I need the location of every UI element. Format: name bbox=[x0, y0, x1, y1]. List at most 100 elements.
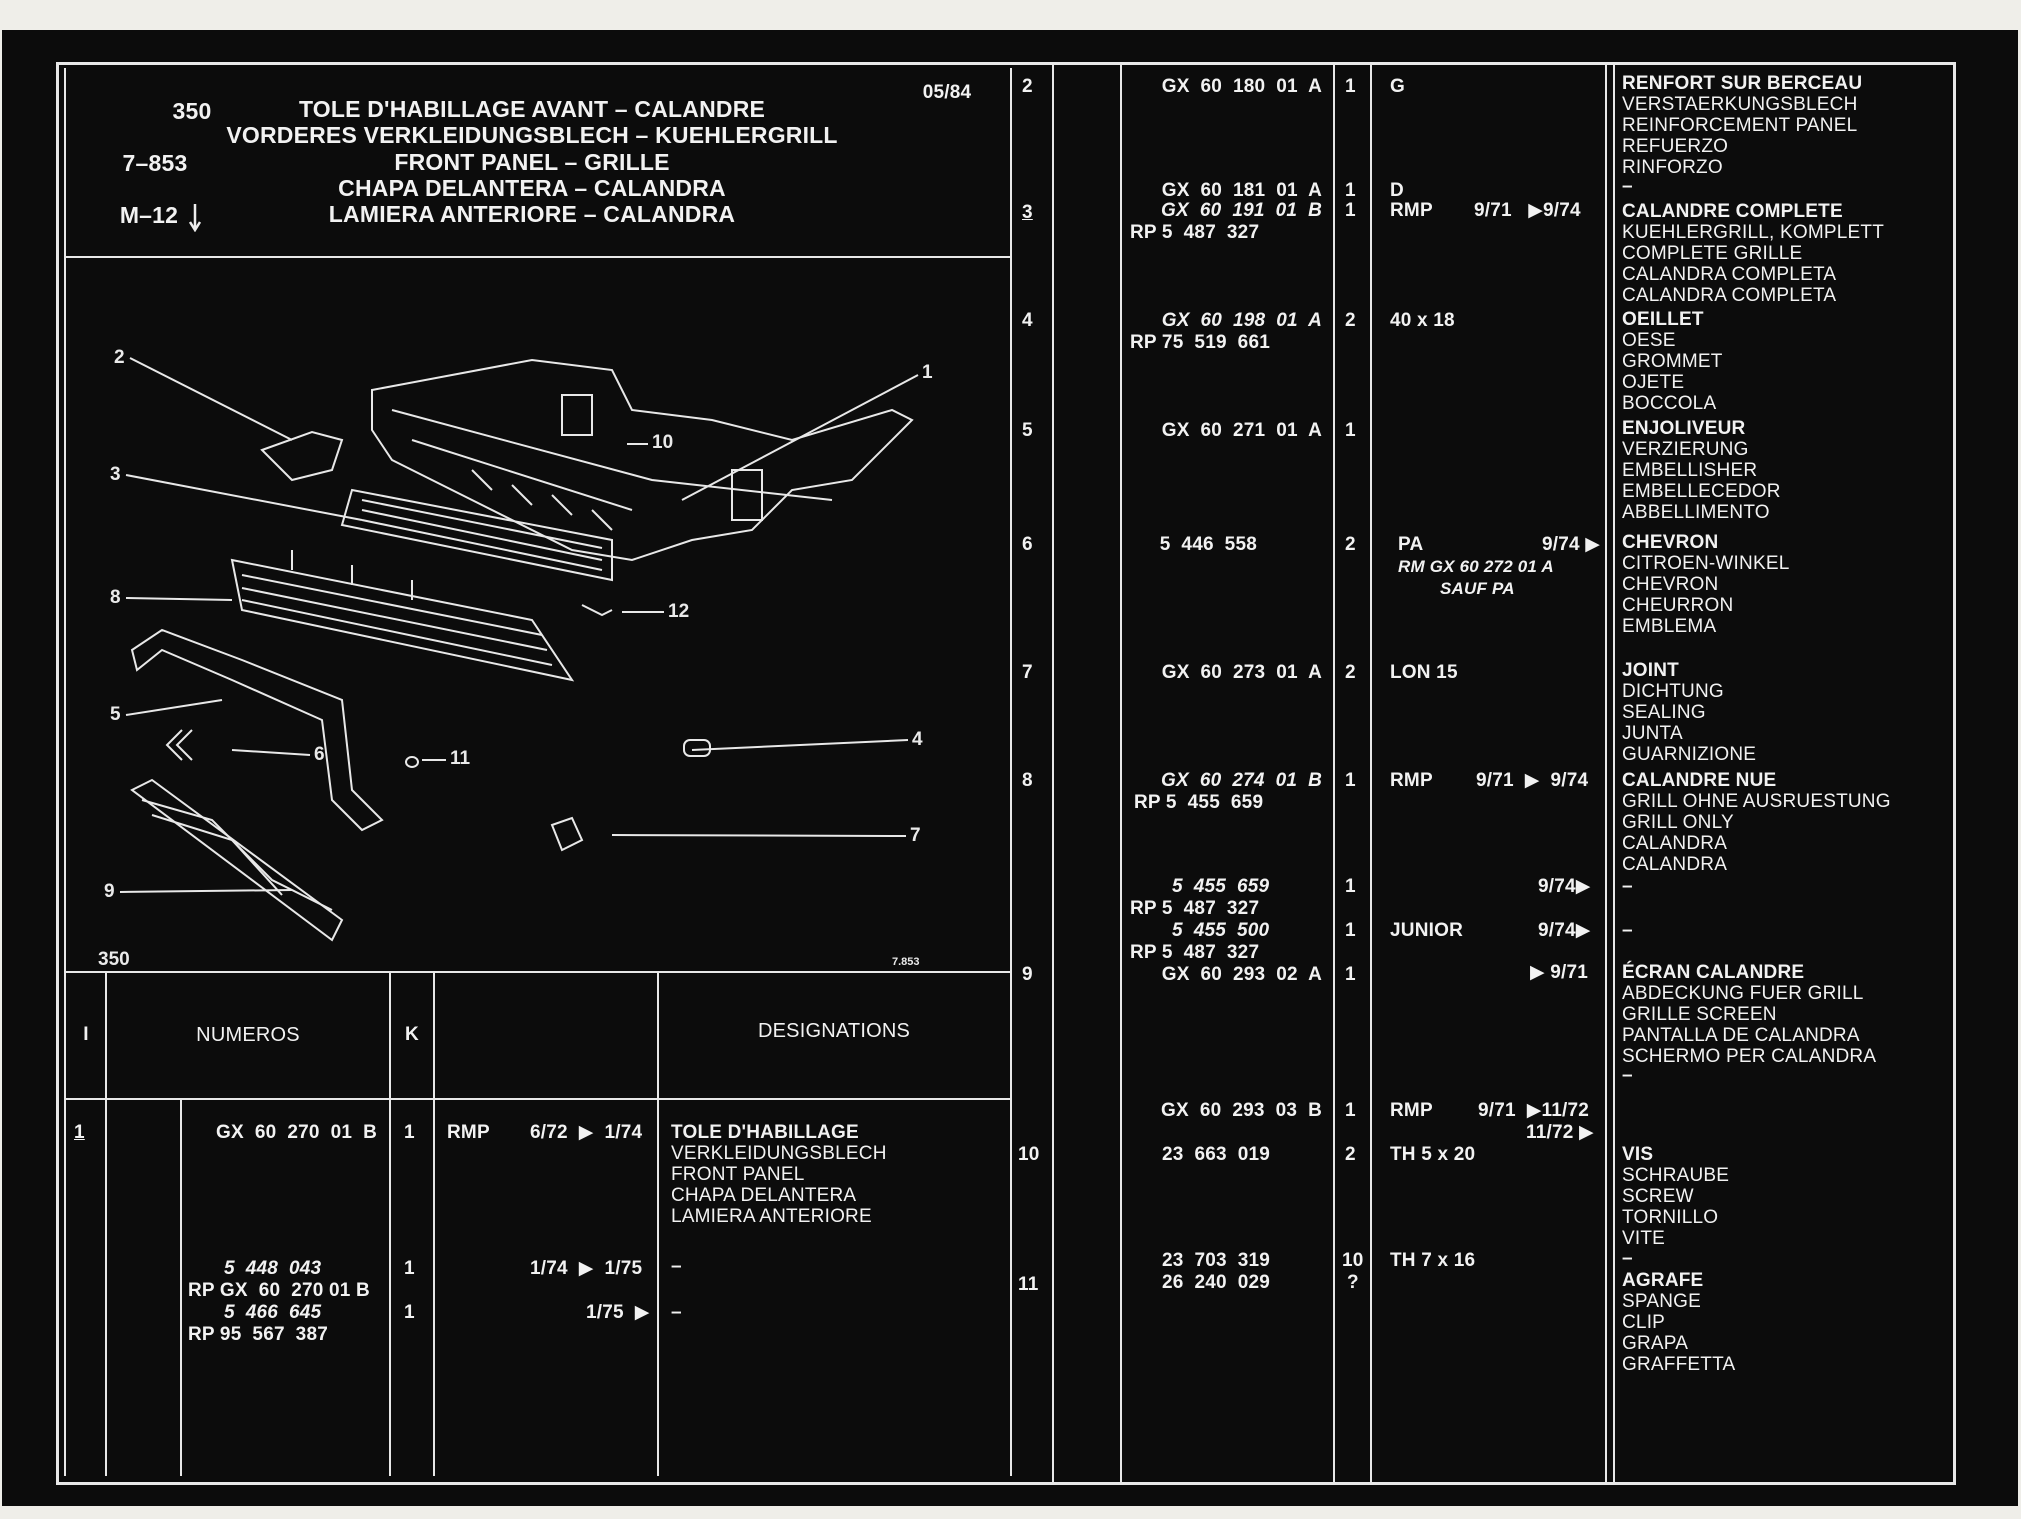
left-panel-left bbox=[64, 68, 66, 1476]
rrow-11-k: ? bbox=[1347, 1272, 1359, 1293]
rrow-3-k: 1 bbox=[1345, 200, 1356, 221]
rrow-10-desc-1: VIS bbox=[1622, 1144, 1654, 1165]
callout-10: 10 bbox=[652, 432, 673, 453]
rrow-4-desc-2: OESE bbox=[1622, 330, 1676, 351]
rrow-2-desc-4: REFUERZO bbox=[1622, 136, 1729, 157]
rrow-8-desc-3: GRILL ONLY bbox=[1622, 812, 1734, 833]
rrow-2-desc-1: RENFORT SUR BERCEAU bbox=[1622, 73, 1863, 94]
col-header-i: I bbox=[83, 1024, 89, 1045]
title-line-4: CHAPA DELANTERA – CALANDRA bbox=[338, 175, 726, 201]
rrow-9-index: 9 bbox=[1022, 964, 1033, 985]
row-1c-rp: RP 95 567 387 bbox=[188, 1324, 328, 1345]
callout-7: 7 bbox=[910, 825, 921, 846]
rrow-9b-dates-2: 11/72 ▶ bbox=[1526, 1122, 1594, 1143]
diagram-ref-left: 350 bbox=[98, 949, 130, 970]
rrow-6-variant-2: RM GX 60 272 01 A bbox=[1398, 557, 1554, 576]
rrow-9b-number: GX 60 293 03 B bbox=[1161, 1100, 1322, 1121]
rrow-2-number: GX 60 180 01 A bbox=[1161, 76, 1322, 97]
col-line-k2 bbox=[433, 971, 435, 1476]
rrow-8-rp: RP 5 455 659 bbox=[1134, 792, 1264, 813]
row-1b-k: 1 bbox=[404, 1258, 415, 1279]
rrow-10b-desc: – bbox=[1622, 1248, 1633, 1269]
col-header-numeros: NUMEROS bbox=[196, 1024, 300, 1046]
rrow-6-number: 5 446 558 bbox=[1159, 534, 1257, 555]
rrow-7-desc-5: GUARNIZIONE bbox=[1622, 744, 1757, 765]
left-panel-right bbox=[1010, 68, 1012, 1476]
row-1c-number: 5 466 645 bbox=[224, 1302, 322, 1323]
rrow-4-rp: RP 75 519 661 bbox=[1130, 332, 1270, 353]
row-1c-desc: – bbox=[671, 1302, 682, 1323]
diagram-divider bbox=[64, 971, 1010, 973]
rrow-4-variant: 40 x 18 bbox=[1390, 310, 1455, 331]
col-line-k1 bbox=[389, 971, 391, 1476]
row-1b-dates: 1/74 ▶ 1/75 bbox=[530, 1258, 643, 1279]
col-header-k: K bbox=[405, 1024, 419, 1045]
rrow-8b-desc: – bbox=[1622, 876, 1633, 897]
rrow-3-index: 3 bbox=[1022, 202, 1033, 223]
callout-12: 12 bbox=[668, 601, 689, 622]
rrow-7-number: GX 60 273 01 A bbox=[1161, 662, 1322, 683]
rrow-4-desc-5: BOCCOLA bbox=[1622, 393, 1717, 414]
rrow-8-k: 1 bbox=[1345, 770, 1356, 791]
rrow-11-desc-4: GRAPA bbox=[1622, 1333, 1689, 1354]
rrow-8-desc-2: GRILL OHNE AUSRUESTUNG bbox=[1622, 791, 1891, 812]
rrow-7-desc-3: SEALING bbox=[1622, 702, 1706, 723]
title-line-2: VORDERES VERKLEIDUNGSBLECH – KUEHLERGRIL… bbox=[226, 122, 838, 148]
sheet-code: 350 bbox=[172, 98, 212, 124]
rrow-4-index: 4 bbox=[1022, 310, 1033, 331]
rrow-8b-k: 1 bbox=[1345, 876, 1356, 897]
rrow-11-desc-2: SPANGE bbox=[1622, 1291, 1701, 1312]
rrow-8-variant: RMP bbox=[1390, 770, 1433, 791]
rrow-6-k: 2 bbox=[1345, 534, 1356, 555]
sheet-date: 05/84 bbox=[922, 82, 972, 103]
rrow-8-desc-1: CALANDRE NUE bbox=[1622, 770, 1777, 791]
row-1b-number: 5 448 043 bbox=[224, 1258, 322, 1279]
down-arrow-icon bbox=[188, 202, 202, 233]
row-1-index: 1 bbox=[74, 1122, 85, 1143]
row-1-desc-2: VERKLEIDUNGSBLECH bbox=[671, 1143, 887, 1164]
outer-border-top bbox=[56, 62, 1956, 65]
rrow-9-desc-1: ÉCRAN CALANDRE bbox=[1622, 962, 1805, 983]
rrow-7-variant: LON 15 bbox=[1390, 662, 1458, 683]
rrow-9-number: GX 60 293 02 A bbox=[1161, 964, 1322, 985]
rrow-2-k: 1 bbox=[1345, 76, 1356, 97]
rrow-2-variant: G bbox=[1390, 76, 1405, 97]
rrow-6-desc-1: CHEVRON bbox=[1622, 532, 1719, 553]
rrow-8-desc-4: CALANDRA bbox=[1622, 833, 1728, 854]
rrow-9-desc-4: PANTALLA DE CALANDRA bbox=[1622, 1025, 1860, 1046]
rrow-2b-number: GX 60 181 01 A bbox=[1161, 180, 1322, 201]
rrow-9b-dates: 9/71 ▶11/72 bbox=[1478, 1100, 1590, 1121]
table-header-divider bbox=[64, 1098, 1010, 1100]
rrow-9-k: 1 bbox=[1345, 964, 1356, 985]
row-1b-rp: RP GX 60 270 01 B bbox=[188, 1280, 370, 1301]
rrow-4-number: GX 60 198 01 A bbox=[1161, 310, 1322, 331]
rrow-8c-rp: RP 5 487 327 bbox=[1130, 942, 1260, 963]
rrow-9-desc-3: GRILLE SCREEN bbox=[1622, 1004, 1777, 1025]
title-divider bbox=[64, 256, 1010, 258]
rrow-7-desc-4: JUNTA bbox=[1622, 723, 1683, 744]
row-1c-k: 1 bbox=[404, 1302, 415, 1323]
callout-8: 8 bbox=[110, 587, 121, 608]
rrow-6-dates: 9/74 ▶ bbox=[1542, 534, 1601, 555]
rrow-3-desc-5: CALANDRA COMPLETA bbox=[1622, 285, 1837, 306]
rrow-3-dates: 9/71 ▶9/74 bbox=[1474, 200, 1581, 221]
rrow-6-index: 6 bbox=[1022, 534, 1033, 555]
col-header-designations: DESIGNATIONS bbox=[757, 1020, 911, 1042]
rrow-6-desc-4: CHEURRON bbox=[1622, 595, 1734, 616]
rrow-3-desc-3: COMPLETE GRILLE bbox=[1622, 243, 1803, 264]
rrow-8b-number: 5 455 659 bbox=[1172, 876, 1270, 897]
rcol-line-b bbox=[1120, 62, 1122, 1485]
title-line-1: TOLE D'HABILLAGE AVANT – CALANDRE bbox=[298, 96, 766, 122]
rrow-3-desc-1: CALANDRE COMPLETE bbox=[1622, 201, 1843, 222]
rrow-8c-dates: 9/74▶ bbox=[1538, 920, 1591, 941]
rrow-8-dates: 9/71 ▶ 9/74 bbox=[1476, 770, 1589, 791]
rrow-4-desc-3: GROMMET bbox=[1622, 351, 1723, 372]
rrow-5-desc-5: ABBELLIMENTO bbox=[1622, 502, 1770, 523]
rrow-10-desc-5: VITE bbox=[1622, 1228, 1666, 1249]
rrow-2-index: 2 bbox=[1022, 76, 1033, 97]
rrow-11-desc-3: CLIP bbox=[1622, 1312, 1666, 1333]
rrow-5-desc-3: EMBELLISHER bbox=[1622, 460, 1758, 481]
rrow-8-index: 8 bbox=[1022, 770, 1033, 791]
diagram-ref-right: 7.853 bbox=[892, 956, 920, 968]
rrow-10-desc-2: SCHRAUBE bbox=[1622, 1165, 1730, 1186]
